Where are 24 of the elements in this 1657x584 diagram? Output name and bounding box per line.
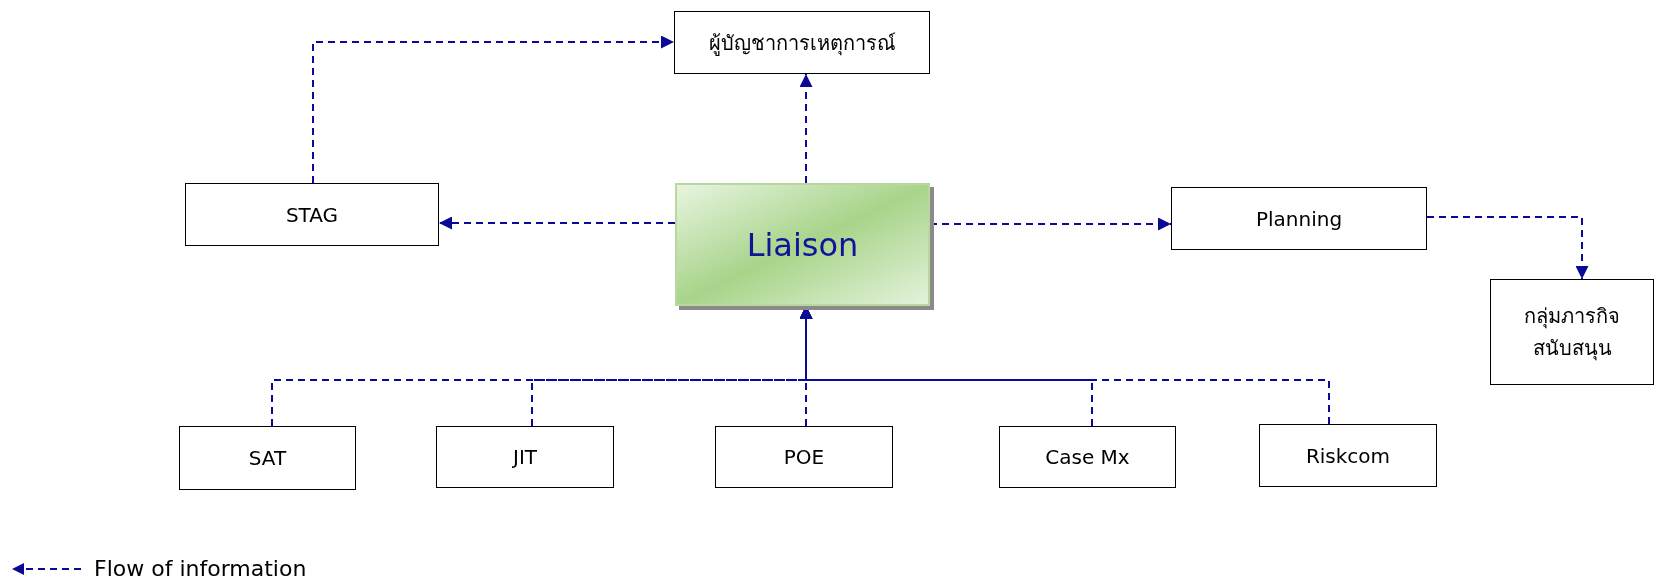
process-box (436, 426, 614, 488)
process-box (179, 426, 356, 490)
node-label: STAG (284, 201, 340, 229)
node-label: Liaison (745, 224, 860, 266)
process-box (185, 183, 439, 246)
dashed-arrow (438, 216, 676, 230)
process-box (1490, 279, 1654, 385)
node-label: POE (782, 444, 826, 471)
process-box (674, 11, 930, 74)
dashed-arrow (312, 35, 675, 184)
node-label: Case Mx (1044, 444, 1131, 471)
node-label: Riskcom (1304, 442, 1392, 470)
process-box (715, 426, 893, 488)
node-label: JIT (511, 444, 538, 471)
process-box (1171, 187, 1427, 250)
process-box (1259, 424, 1437, 487)
node-label: Planning (1254, 205, 1344, 233)
node-label: SAT (247, 445, 288, 472)
legend-label: Flow of information (94, 558, 307, 580)
node-label: ผู้บัญชาการเหตุการณ์ (707, 29, 897, 58)
dashed-arrow (799, 73, 813, 184)
dashed-arrow (1426, 216, 1589, 280)
process-box (999, 426, 1176, 488)
node-label: กลุ่มภารกิจ สนับสนุน (1523, 303, 1621, 363)
